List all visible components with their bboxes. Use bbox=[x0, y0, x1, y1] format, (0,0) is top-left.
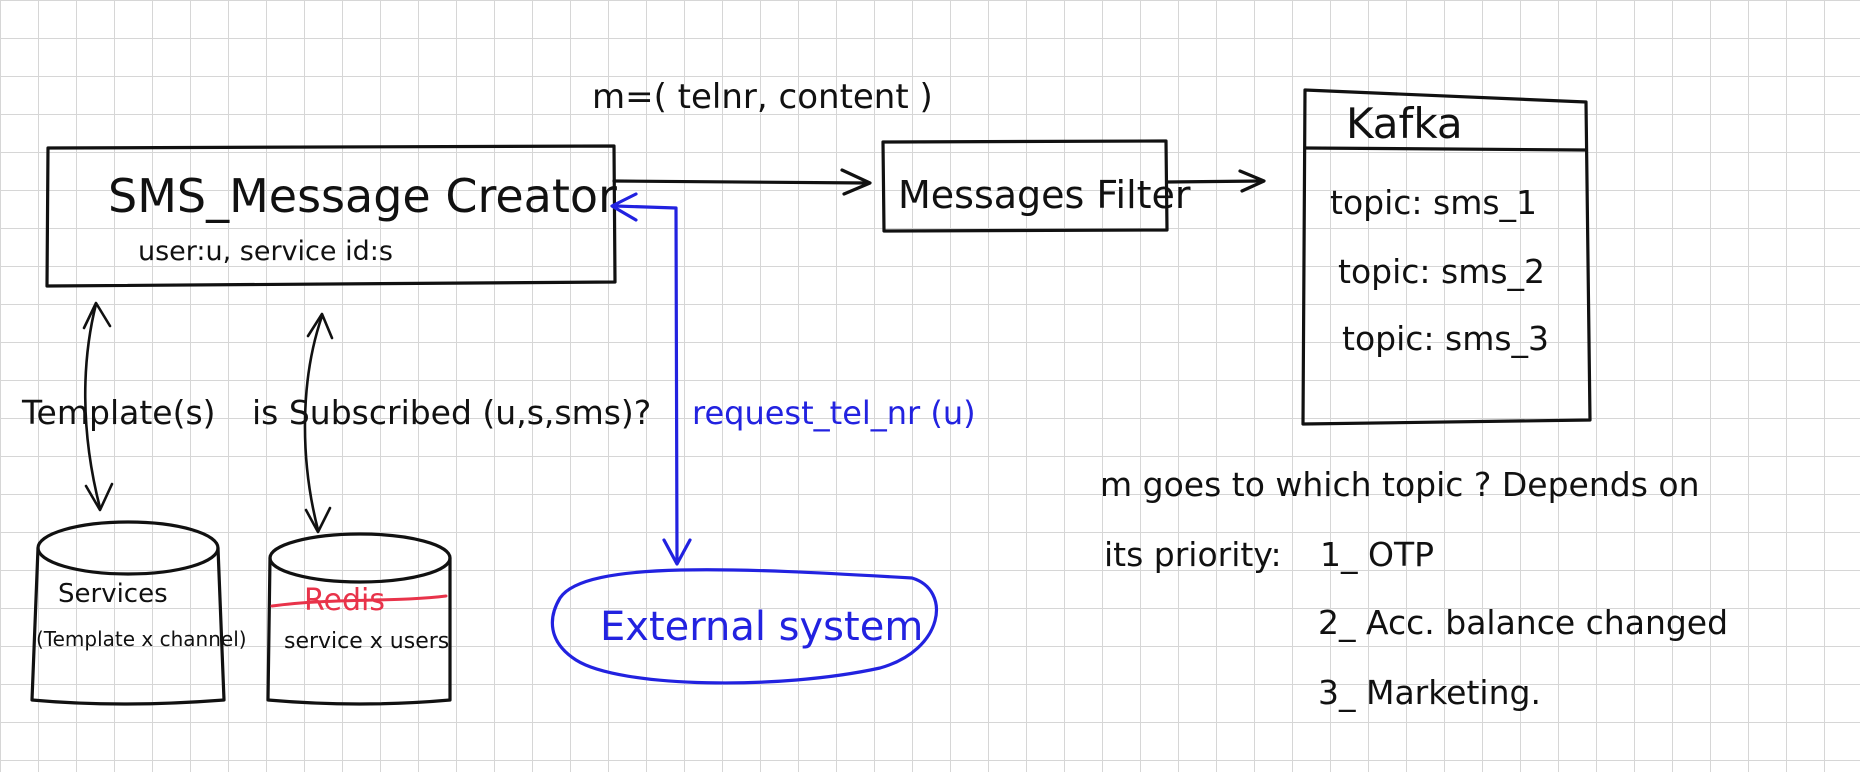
redis-db-top bbox=[268, 532, 452, 584]
notes-question: m goes to which topic ? Depends on bbox=[1100, 465, 1700, 504]
external-system-label: External system bbox=[600, 604, 923, 650]
external-system-ellipse bbox=[550, 568, 938, 685]
arrow-request-tel-nr bbox=[610, 192, 692, 566]
sms-message-creator-subtitle: user:u, service id:s bbox=[138, 236, 393, 267]
services-db-subtitle: (Template x channel) bbox=[36, 627, 247, 651]
kafka-topic-3: topic: sms_3 bbox=[1342, 319, 1549, 358]
messages-filter-label: Messages Filter bbox=[898, 173, 1191, 217]
priority-item-1: 1_ OTP bbox=[1320, 535, 1434, 574]
kafka-node: Kafka topic: sms_1 topic: sms_2 topic: s… bbox=[1301, 88, 1592, 426]
notes-intro: its priority: bbox=[1104, 535, 1282, 574]
priority-item-3: 3_ Marketing. bbox=[1318, 673, 1541, 712]
external-system-node: External system bbox=[550, 568, 938, 685]
redis-strikethrough bbox=[270, 594, 448, 608]
arrow-creator-to-filter bbox=[612, 168, 872, 196]
sms-message-creator-node: SMS_Message Creator user:u, service id:s bbox=[45, 144, 617, 288]
services-db-body bbox=[30, 546, 226, 706]
arrow-is-subscribed bbox=[303, 312, 334, 534]
redis-db-body bbox=[266, 556, 452, 706]
priority-item-2: 2_ Acc. balance changed bbox=[1318, 603, 1728, 642]
sms-message-creator-box bbox=[45, 144, 617, 288]
services-database: Services (Template x channel) bbox=[30, 520, 247, 706]
request-tel-nr-label: request_tel_nr (u) bbox=[692, 394, 976, 432]
arrow-templates bbox=[82, 301, 114, 512]
kafka-topic-1: topic: sms_1 bbox=[1330, 183, 1537, 222]
kafka-title: Kafka bbox=[1346, 99, 1463, 148]
redis-database: Redis service x users bbox=[266, 532, 452, 706]
kafka-topic-2: topic: sms_2 bbox=[1338, 252, 1545, 291]
messages-filter-node: Messages Filter bbox=[881, 139, 1191, 233]
sms-message-creator-title: SMS_Message Creator bbox=[108, 169, 617, 223]
message-tuple-label: m=( telnr, content ) bbox=[592, 77, 933, 117]
kafka-header-divider bbox=[1303, 146, 1588, 152]
is-subscribed-edge-label: is Subscribed (u,s,sms)? bbox=[252, 393, 651, 432]
services-db-title: Services bbox=[58, 579, 168, 609]
priority-notes: m goes to which topic ? Depends on its p… bbox=[1100, 465, 1728, 712]
services-db-top bbox=[36, 520, 220, 576]
arrow-filter-to-kafka bbox=[1165, 169, 1266, 193]
templates-edge-label: Template(s) bbox=[21, 393, 216, 432]
kafka-box bbox=[1301, 88, 1592, 426]
redis-db-subtitle: service x users bbox=[284, 629, 449, 654]
messages-filter-box bbox=[881, 139, 1169, 233]
